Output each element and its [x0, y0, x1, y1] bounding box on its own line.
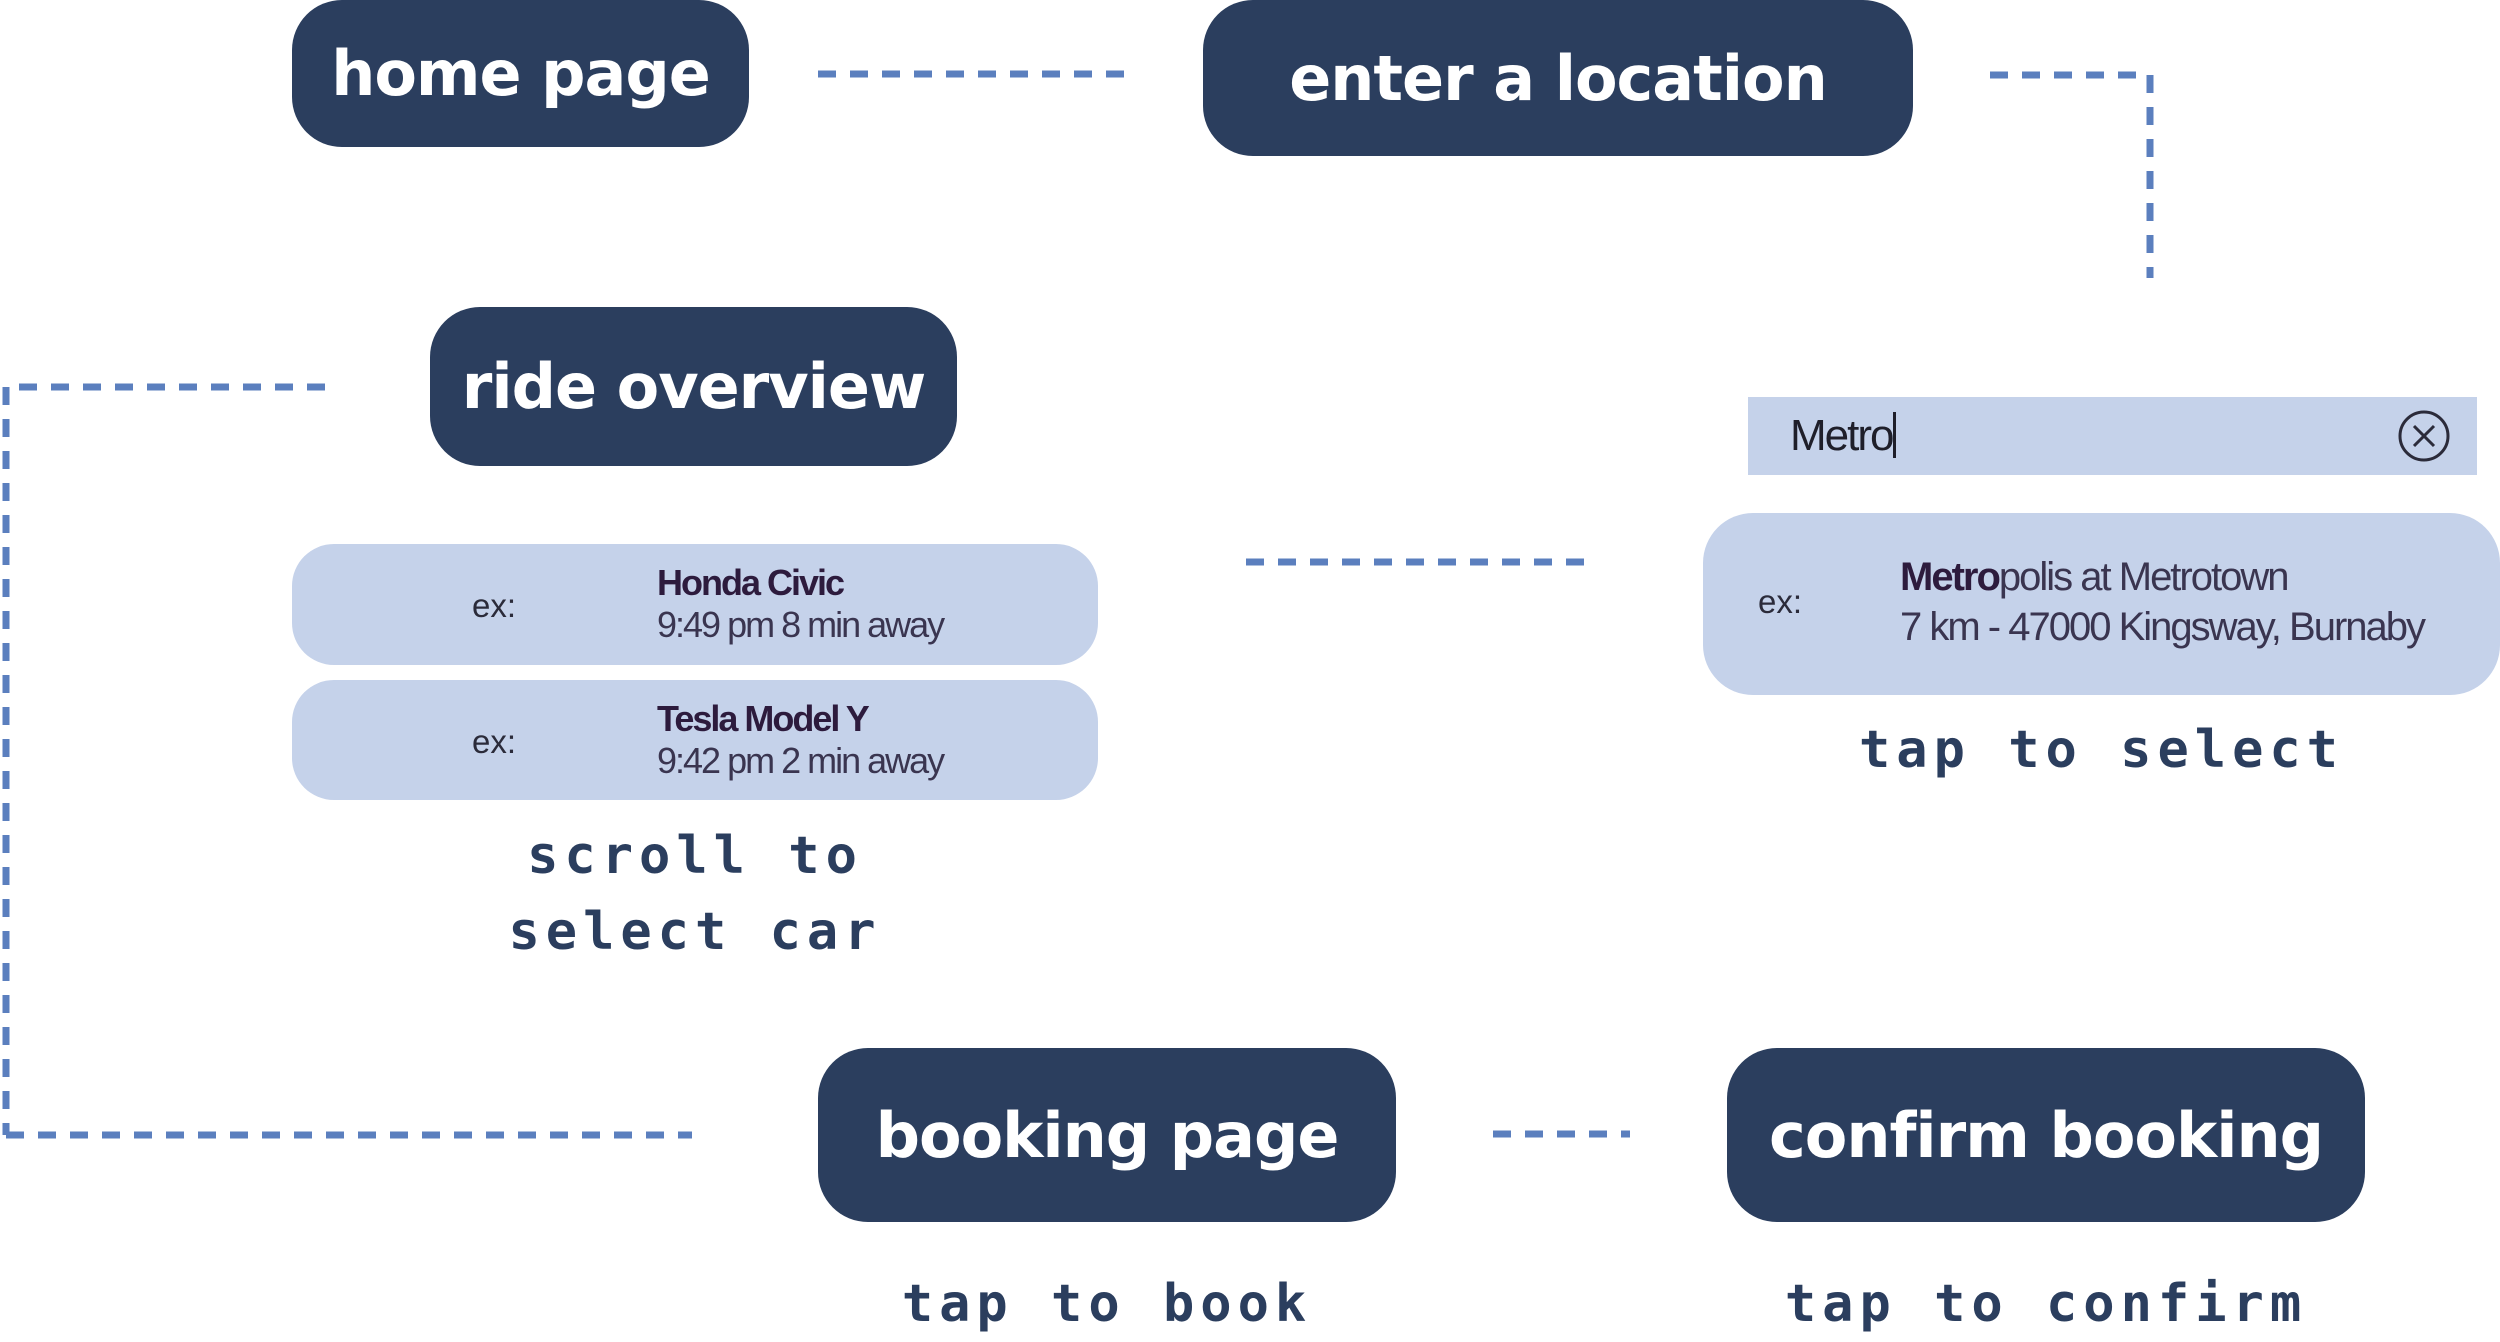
scroll-to-select-caption: scroll to select car: [292, 818, 1098, 970]
example-prefix: ex:: [472, 587, 517, 624]
enter-location-step[interactable]: enter a location: [1203, 0, 1913, 156]
close-circle-icon[interactable]: [2397, 409, 2451, 463]
car-option-card[interactable]: ex: Honda Civic 9:49 pm 8 min away: [292, 544, 1098, 665]
example-prefix: ex:: [1758, 583, 1803, 620]
search-input-value[interactable]: Metro: [1790, 411, 1897, 461]
home-page-step[interactable]: home page: [292, 0, 749, 147]
car-name: Honda Civic: [657, 562, 845, 603]
car-name: Tesla Model Y: [657, 698, 870, 739]
caption-line: select car: [508, 902, 882, 962]
location-result-card[interactable]: ex: Metropolis at Metrotown 7 km - 47000…: [1703, 513, 2500, 695]
car-option-card[interactable]: ex: Tesla Model Y 9:42 pm 2 min away: [292, 680, 1098, 800]
confirm-booking-step[interactable]: confirm booking: [1727, 1048, 2365, 1222]
car-eta: 9:49 pm 8 min away: [657, 604, 945, 645]
tap-to-select-caption: tap to select: [1859, 720, 2344, 780]
location-name: Metropolis at Metrotown: [1900, 555, 2290, 600]
example-prefix: ex:: [472, 723, 517, 760]
car-eta: 9:42 pm 2 min away: [657, 740, 945, 781]
ride-overview-step[interactable]: ride overview: [430, 307, 957, 466]
search-input-text: Metro: [1790, 411, 1894, 460]
tap-to-confirm-caption: tap to confirm: [1784, 1274, 2308, 1334]
caption-line: scroll to: [527, 826, 863, 886]
location-name-match: Metro: [1900, 555, 2001, 599]
location-detail: 7 km - 47000 Kingsway, Burnaby: [1900, 605, 2426, 649]
text-caret: [1893, 412, 1897, 458]
location-search-field[interactable]: Metro: [1748, 397, 2477, 475]
booking-page-step[interactable]: booking page: [818, 1048, 1396, 1222]
location-name-rest: polis at Metrotown: [1998, 555, 2290, 599]
tap-to-book-caption: tap to book: [901, 1274, 1313, 1334]
